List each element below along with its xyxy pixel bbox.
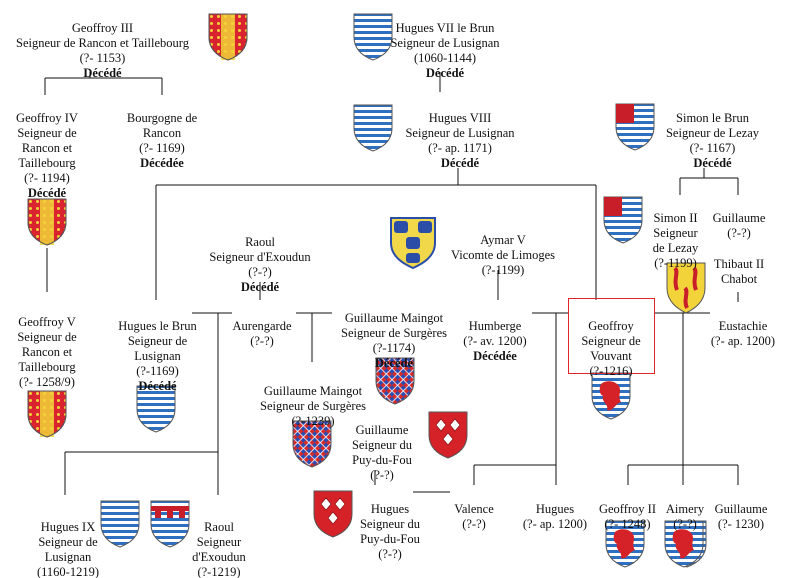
shield-rancon-icon: [208, 13, 248, 61]
person-bourgogne[interactable]: Bourgogne de Rancon (?- 1169) Décédée: [112, 96, 212, 186]
person-hugues-7[interactable]: Hugues VII le Brun Seigneur de Lusignan …: [380, 6, 510, 96]
shield-lezay-icon: [615, 103, 655, 151]
person-hugues-le-brun[interactable]: Hugues le Brun Seigneur de Lusignan (?-1…: [110, 304, 205, 409]
person-geoffroy-4[interactable]: Geoffroy IV Seigneur de Rancon et Taille…: [2, 96, 92, 216]
shield-lusignan-icon: [353, 104, 393, 152]
shield-surgeres-icon: [292, 420, 332, 468]
person-text: Geoffroy V Seigneur de Rancon et Tailleb…: [17, 315, 77, 389]
person-simon-le-brun[interactable]: Simon le Brun Seigneur de Lezay (?- 1167…: [655, 96, 770, 186]
person-text: Guillaume Seigneur du Puy-du-Fou (?-?): [351, 423, 413, 482]
person-guillaume-puy-du-fou[interactable]: Guillaume Seigneur du Puy-du-Fou (?-?): [342, 408, 422, 483]
person-thibaut-2[interactable]: Thibaut II Chabot: [706, 242, 772, 287]
person-text: Hugues IX Seigneur de Lusignan (1160-121…: [36, 520, 100, 578]
person-guillaume-2[interactable]: Guillaume (?- 1230): [706, 487, 776, 532]
person-status: Décédé: [693, 156, 732, 170]
shield-puyfou-icon: [313, 490, 353, 538]
person-aurengarde[interactable]: Aurengarde (?-?): [226, 304, 298, 349]
person-status: Décédé: [425, 66, 465, 80]
person-geoffroy-3[interactable]: Geoffroy III Seigneur de Rancon et Taill…: [0, 6, 205, 96]
person-valence[interactable]: Valence (?-?): [448, 487, 500, 532]
person-text: Hugues VIII Seigneur de Lusignan (?- ap.…: [405, 111, 515, 155]
person-text: Aymar V Vicomte de Limoges (?-1199): [450, 233, 556, 277]
shield-rancon-icon: [27, 390, 67, 438]
person-text: Geoffroy III Seigneur de Rancon et Taill…: [16, 21, 189, 65]
person-aymar-5[interactable]: Aymar V Vicomte de Limoges (?-1199): [438, 218, 568, 278]
person-text: Guillaume Maingot Seigneur de Surgères (…: [341, 311, 447, 355]
shield-limoges-icon: [390, 217, 436, 269]
person-text: Valence (?-?): [454, 502, 494, 531]
person-text: Geoffroy IV Seigneur de Rancon et Taille…: [16, 111, 78, 185]
shield-rancon-icon: [27, 198, 67, 246]
person-text: Guillaume (?- 1230): [714, 502, 768, 531]
person-status: Décédé: [83, 66, 122, 80]
shield-lusignan-icon: [136, 385, 176, 433]
person-hugues-puy-du-fou[interactable]: Hugues Seigneur du Puy-du-Fou (?-?): [350, 487, 430, 562]
person-text: Humberge (?- av. 1200): [463, 319, 527, 348]
shield-exoudun-icon: [150, 500, 190, 548]
person-text: Geoffroy II (?- 1248): [598, 502, 657, 531]
person-hugues-9[interactable]: Hugues IX Seigneur de Lusignan (1160-121…: [28, 505, 108, 578]
person-aimery[interactable]: Aimery (?-?): [662, 487, 708, 532]
person-text: Eustachie (?- ap. 1200): [710, 319, 776, 348]
person-simon-2[interactable]: Simon II Seigneur de Lezay (?-1199): [643, 196, 708, 271]
shield-surgeres-icon: [375, 357, 415, 405]
shield-vouvant-icon: [664, 520, 704, 568]
shield-puyfou-icon: [428, 411, 468, 459]
person-status: Décédée: [473, 349, 517, 363]
person-humberge[interactable]: Humberge (?- av. 1200) Décédée: [455, 304, 535, 379]
person-status: Décédé: [138, 379, 177, 393]
person-text: Thibaut II Chabot: [713, 257, 765, 286]
person-text: Raoul Seigneur d'Exoudun (?-?): [209, 235, 311, 279]
shield-lezay-icon: [603, 196, 643, 244]
person-hugues-b[interactable]: Hugues (?- ap. 1200): [515, 487, 595, 532]
person-text: Simon le Brun Seigneur de Lezay (?- 1167…: [665, 111, 759, 155]
person-text: Bourgogne de Rancon (?- 1169): [126, 111, 198, 155]
person-status: Décédé: [440, 156, 480, 170]
shield-lusignan-icon: [100, 500, 140, 548]
person-status: Décédé: [374, 356, 414, 370]
person-guillaume-maingot-1[interactable]: Guillaume Maingot Seigneur de Surgères (…: [328, 296, 460, 386]
person-hugues-8[interactable]: Hugues VIII Seigneur de Lusignan (?- ap.…: [395, 96, 525, 186]
person-guillaume-lezay[interactable]: Guillaume (?-?): [706, 196, 772, 241]
person-text: Hugues le Brun Seigneur de Lusignan (?-1…: [118, 319, 197, 378]
shield-chabot-icon: [666, 262, 706, 314]
person-text: Raoul Seigneur d'Exoudun (?-1219): [192, 520, 246, 578]
person-guillaume-maingot-2[interactable]: Guillaume Maingot Seigneur de Surgères (…: [248, 369, 378, 429]
person-text: Hugues Seigneur du Puy-du-Fou (?-?): [359, 502, 421, 561]
person-status: Décédé: [27, 186, 67, 200]
person-status: Décédée: [140, 156, 184, 170]
person-geoffroy-vouvant[interactable]: Geoffroy Seigneur de Vouvant (?-1216): [570, 304, 652, 379]
person-text: Guillaume Maingot Seigneur de Surgères (…: [260, 384, 366, 428]
person-status: Décédé: [240, 280, 280, 294]
shield-lusignan-icon: [353, 13, 393, 61]
person-geoffroy-2[interactable]: Geoffroy II (?- 1248): [590, 487, 665, 532]
person-text: Hugues (?- ap. 1200): [522, 502, 588, 531]
person-eustachie[interactable]: Eustachie (?- ap. 1200): [700, 304, 786, 349]
person-geoffroy-5[interactable]: Geoffroy V Seigneur de Rancon et Tailleb…: [2, 300, 92, 390]
person-raoul-exoudun[interactable]: Raoul Seigneur d'Exoudun (?-?) Décédé: [195, 220, 325, 310]
person-text: Guillaume (?-?): [712, 211, 766, 240]
person-text: Aurengarde (?-?): [232, 319, 292, 348]
person-text: Aimery (?-?): [665, 502, 705, 531]
person-text: Hugues VII le Brun Seigneur de Lusignan …: [390, 21, 500, 65]
person-raoul-exoudun-2[interactable]: Raoul Seigneur d'Exoudun (?-1219): [186, 505, 252, 578]
person-text: Geoffroy Seigneur de Vouvant (?-1216): [581, 319, 641, 378]
shield-vouvant-icon: [591, 372, 631, 420]
person-text: Simon II Seigneur de Lezay (?-1199): [652, 211, 699, 270]
shield-vouvant-icon: [605, 520, 645, 568]
selected-person-highlight: [568, 298, 655, 374]
